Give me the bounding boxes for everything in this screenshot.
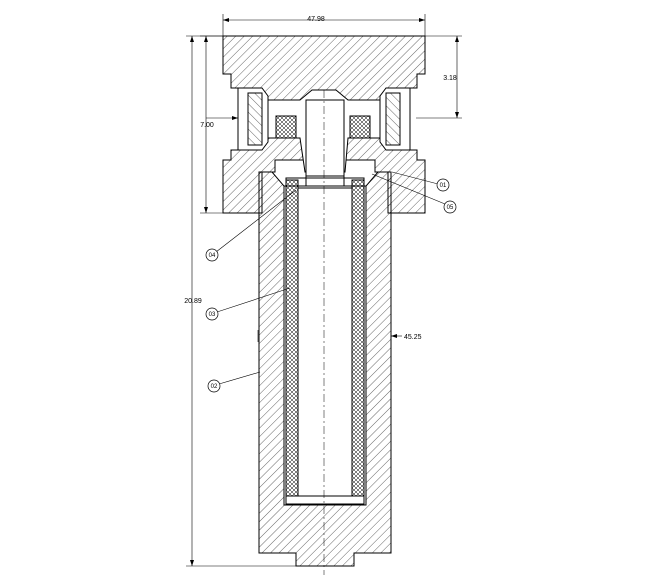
dimension-port-offset: 3.18 (416, 35, 462, 119)
balloon-03: 03 (205, 287, 291, 321)
balloon-02-label: 02 (211, 384, 218, 390)
dimension-overall-height: 20.89 (184, 35, 296, 567)
balloon-05-label: 05 (447, 205, 454, 211)
balloon-04: 04 (205, 189, 297, 262)
dimension-bowl-width: 45.25 (257, 330, 422, 342)
balloon-01-label: 01 (440, 183, 447, 189)
balloon-03-label: 03 (209, 312, 216, 318)
filter-head (222, 35, 426, 214)
dimension-overall-height-value: 20.89 (184, 298, 202, 305)
dimension-port-offset-value: 3.18 (443, 75, 457, 82)
balloon-05: 05 (371, 173, 457, 214)
dimension-top-width-value: 47.98 (307, 16, 325, 23)
balloon-04-label: 04 (209, 253, 216, 259)
dimension-top-width: 47.98 (222, 14, 426, 36)
filter-element (285, 177, 365, 505)
balloon-01: 01 (391, 171, 450, 192)
balloon-02: 02 (207, 371, 261, 393)
dimension-bowl-width-value: 45.25 (404, 334, 422, 341)
dimension-port-height-value: 7.00 (200, 122, 214, 129)
